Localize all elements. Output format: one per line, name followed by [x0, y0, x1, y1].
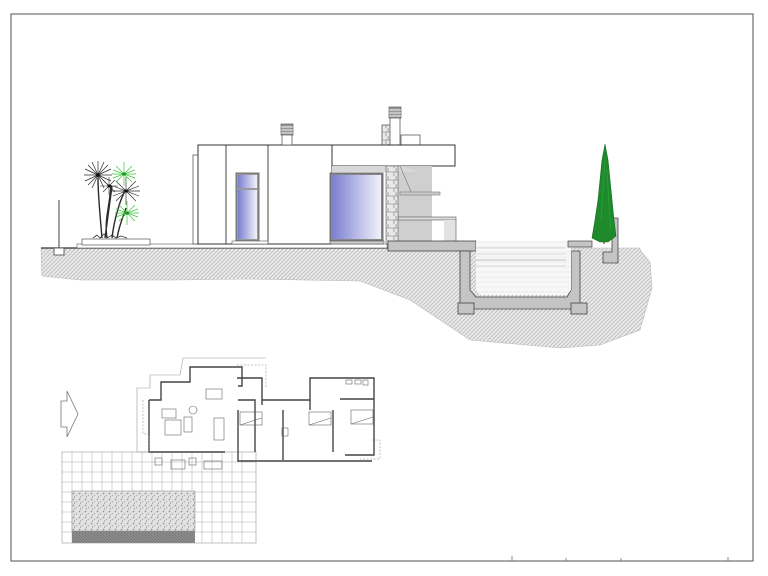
tall-window	[231, 172, 269, 245]
glazed-opening	[329, 172, 385, 245]
fence-post	[53, 200, 65, 256]
palm-trees-icon	[84, 161, 140, 239]
frame-ticks	[511, 556, 729, 561]
elevation-section: Side elevation / section with swimming p…	[40, 106, 653, 349]
stone-pillar	[385, 165, 399, 245]
entry-arrow-icon	[60, 390, 79, 438]
plan-walls	[148, 366, 375, 462]
house-elevation	[192, 106, 457, 245]
floor-plan: Ground floor plan	[60, 357, 381, 544]
swimming-pool-section	[387, 240, 593, 315]
sheet-frame	[10, 13, 754, 562]
cypress-tree-icon	[591, 143, 617, 244]
chimney	[381, 106, 421, 146]
terrace-paving	[61, 451, 257, 544]
roof-vent-left	[280, 123, 294, 146]
planter	[81, 238, 151, 246]
pool-plan	[71, 490, 196, 532]
